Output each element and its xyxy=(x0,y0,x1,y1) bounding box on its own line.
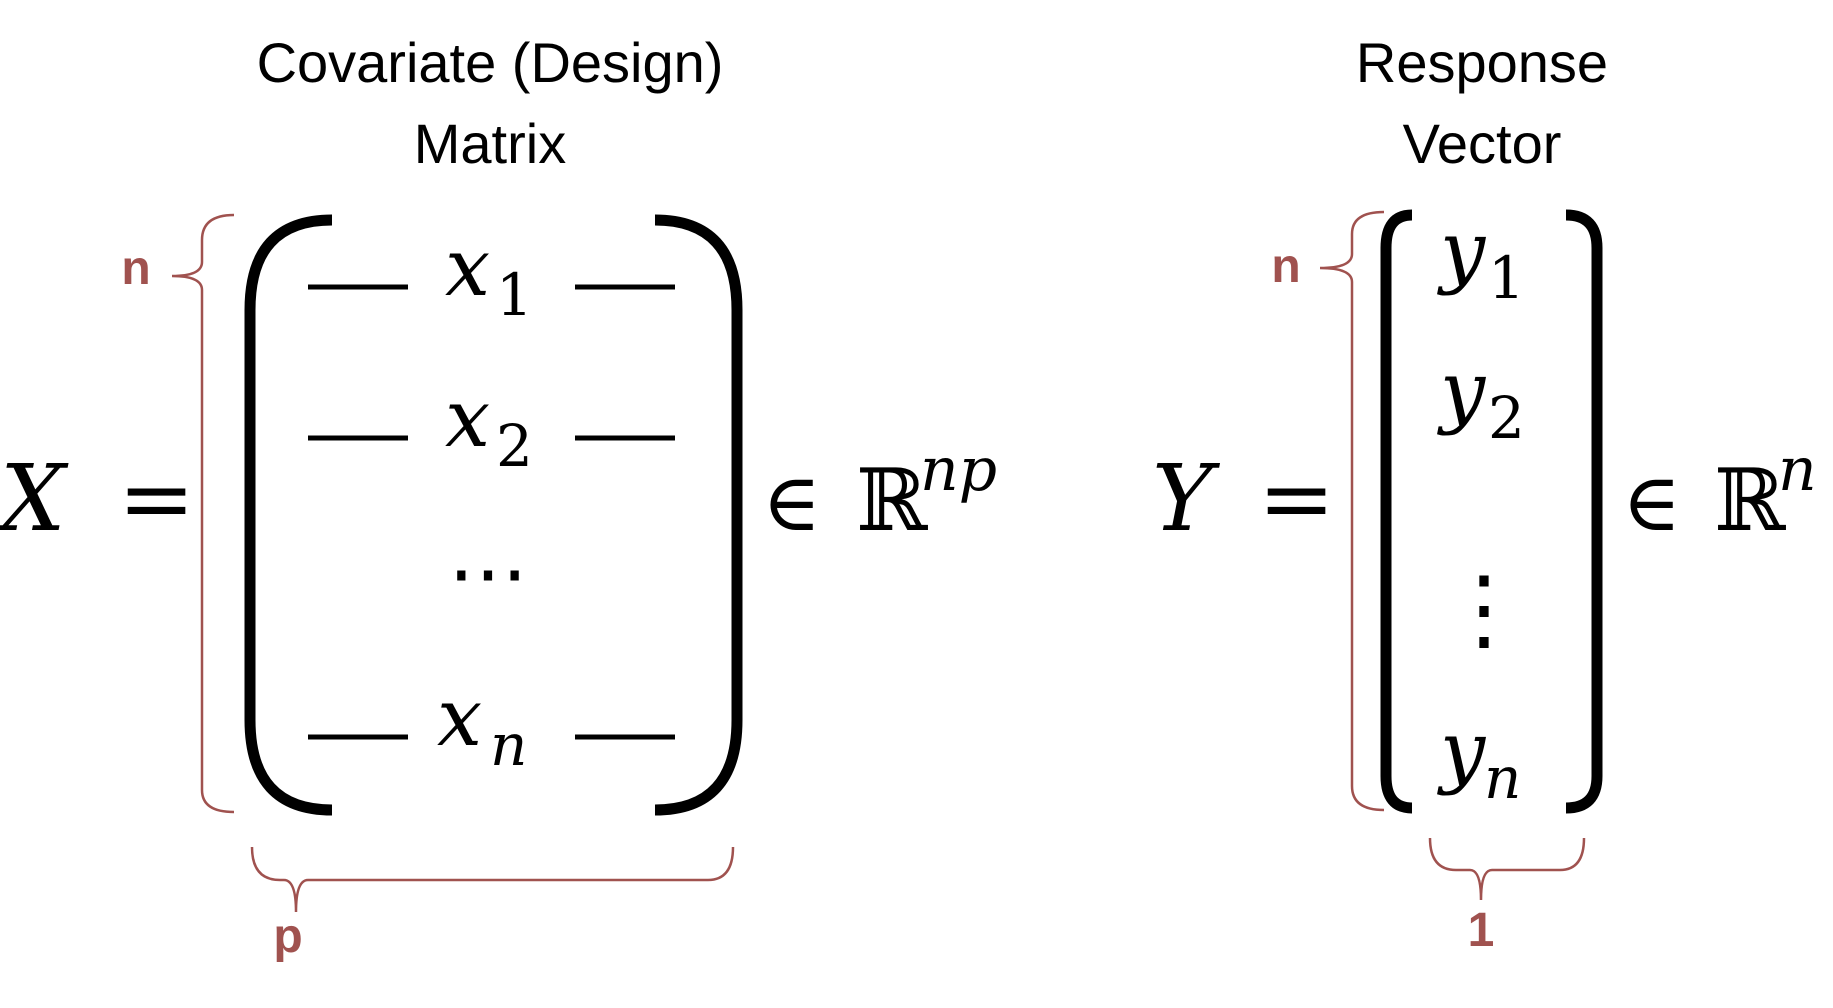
row-variable: x xyxy=(445,372,490,465)
design-matrix-cols-label: p xyxy=(273,910,302,963)
design-matrix-rows-brace xyxy=(171,213,235,814)
entry-variable: y xyxy=(1437,204,1487,297)
response-vector-set-superscript: n xyxy=(1778,435,1817,505)
design-matrix-set-superscript: np xyxy=(920,435,997,505)
entry-subscript: n xyxy=(1484,744,1521,812)
response-vector-cols-label: 1 xyxy=(1468,904,1495,957)
response-vector-element-of: ∈ xyxy=(1622,456,1681,549)
response-vector-symbol: Y xyxy=(1152,445,1221,552)
entry-variable: y xyxy=(1437,704,1487,797)
design-matrix-row: x 1 xyxy=(308,221,675,329)
design-matrix-row: x 2 xyxy=(308,372,675,480)
design-matrix-symbol: X xyxy=(0,445,69,552)
entry-subscript: 2 xyxy=(1488,384,1525,452)
design-matrix-element-of: ∈ xyxy=(762,456,821,549)
entry-subscript: 1 xyxy=(1488,244,1525,312)
row-subscript: 1 xyxy=(496,261,533,329)
response-vector-rows-label: n xyxy=(1271,240,1300,293)
response-vector-entry: y 1 xyxy=(1437,204,1525,312)
response-vector-group: Response Vector Y = y 1 y 2 ⋮ y n ∈ ℝ n … xyxy=(1152,31,1817,957)
design-matrix-title-line2: Matrix xyxy=(414,112,566,175)
entry-variable: y xyxy=(1437,344,1487,437)
response-vector-left-bracket xyxy=(1380,209,1413,814)
response-vector-title-line2: Vector xyxy=(1403,112,1562,175)
design-matrix-right-paren xyxy=(654,214,743,816)
response-vector-right-bracket xyxy=(1565,209,1603,814)
row-subscript: n xyxy=(490,711,527,779)
response-vector-title-line1: Response xyxy=(1356,31,1608,94)
row-variable: x xyxy=(445,221,490,314)
design-matrix-ellipsis: ⋯ xyxy=(448,526,528,619)
response-vector-entry: y 2 xyxy=(1437,344,1525,452)
design-matrix-title-line1: Covariate (Design) xyxy=(257,31,724,94)
response-vector-cols-brace xyxy=(1428,837,1586,901)
response-vector-equals: = xyxy=(1258,445,1335,552)
design-matrix-group: Covariate (Design) Matrix X = x 1 x 2 ⋯ … xyxy=(0,31,997,963)
row-variable: x xyxy=(437,671,482,764)
response-vector-ellipsis: ⋮ xyxy=(1439,557,1529,662)
response-vector-set-symbol: ℝ xyxy=(1714,451,1786,551)
design-matrix-set-symbol: ℝ xyxy=(856,451,928,551)
row-subscript: 2 xyxy=(496,412,533,480)
response-vector-entry: y n xyxy=(1437,704,1521,812)
design-matrix-equals: = xyxy=(118,445,195,552)
design-matrix-left-paren xyxy=(244,214,333,816)
design-matrix-rows-label: n xyxy=(121,242,150,295)
design-matrix-cols-brace xyxy=(250,846,735,913)
design-matrix-row: x n xyxy=(308,671,675,779)
response-vector-rows-brace xyxy=(1319,210,1385,812)
